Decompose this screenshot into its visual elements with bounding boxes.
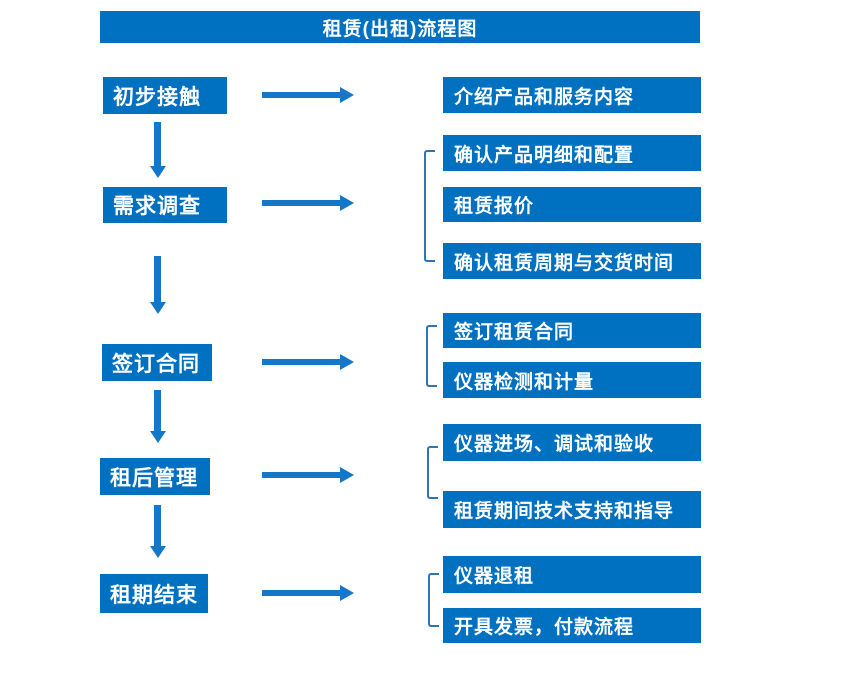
arrow-right-icon — [262, 585, 354, 601]
group-bracket — [424, 150, 435, 262]
group-bracket — [427, 446, 438, 499]
detail-box: 仪器进场、调试和验收 — [443, 424, 701, 461]
arrow-right-icon — [262, 87, 354, 103]
detail-box: 仪器退租 — [443, 556, 701, 593]
detail-box: 开具发票，付款流程 — [443, 608, 701, 643]
detail-box: 仪器检测和计量 — [443, 362, 701, 398]
flowchart-title: 租赁(出租)流程图 — [100, 11, 700, 43]
group-bracket — [426, 325, 437, 387]
detail-box: 介绍产品和服务内容 — [443, 77, 701, 113]
detail-box: 确认产品明细和配置 — [443, 135, 701, 171]
arrow-down-icon — [149, 505, 166, 558]
arrow-down-icon — [149, 256, 166, 314]
detail-box: 确认租赁周期与交货时间 — [443, 243, 701, 279]
arrow-right-icon — [262, 195, 354, 211]
detail-box: 租赁期间技术支持和指导 — [443, 491, 701, 528]
step-box-rental-end: 租期结束 — [100, 574, 208, 613]
arrow-right-icon — [262, 467, 354, 483]
arrow-down-icon — [149, 122, 166, 178]
arrow-right-icon — [262, 354, 354, 370]
step-box-initial-contact: 初步接触 — [103, 77, 227, 114]
step-box-post-rental-management: 租后管理 — [100, 458, 210, 495]
step-box-demand-survey: 需求调查 — [103, 187, 227, 223]
detail-box: 签订租赁合同 — [443, 313, 701, 348]
arrow-down-icon — [149, 390, 166, 443]
group-bracket — [428, 573, 439, 627]
step-box-sign-contract: 签订合同 — [102, 344, 212, 381]
detail-box: 租赁报价 — [443, 187, 701, 222]
